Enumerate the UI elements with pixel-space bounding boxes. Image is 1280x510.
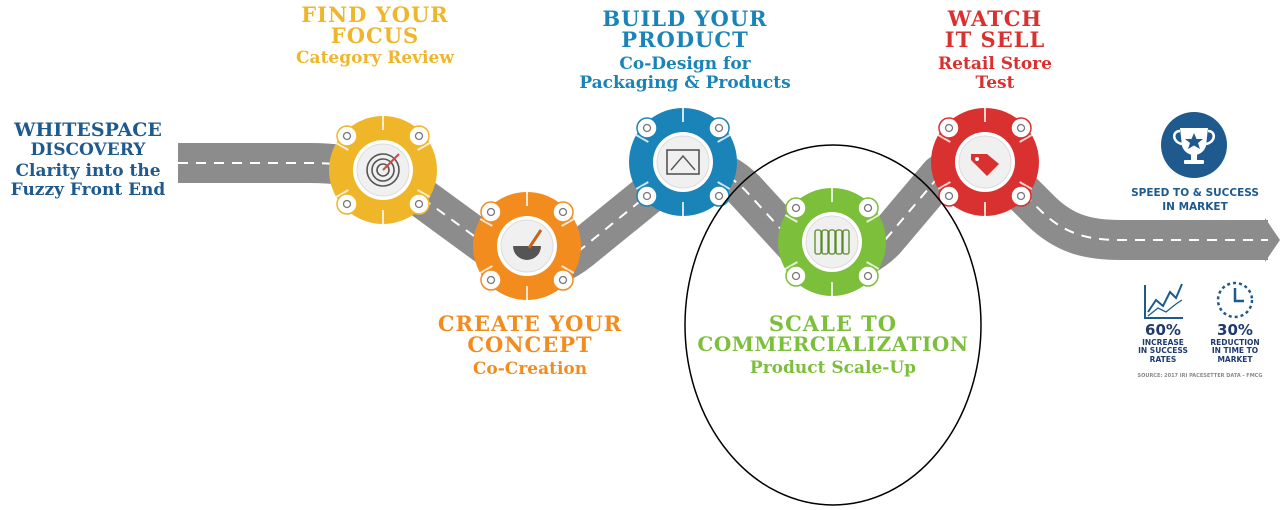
stat-time-line1: REDUCTION — [1210, 337, 1260, 347]
bottles-icon — [814, 229, 850, 255]
trophy-small-icon — [480, 201, 502, 223]
stat-success-line3: RATES — [1149, 354, 1177, 364]
trophy-small-icon — [785, 197, 807, 219]
stage-sell-label: WATCH IT SELL Retail Store Test — [895, 8, 1095, 92]
stage-build-subtitle-line2: Packaging & Products — [579, 73, 791, 93]
stage-scale-label: SCALE TO COMMERCIALIZATION Product Scale… — [685, 313, 981, 377]
stage-sell-title-line2: IT SELL — [944, 27, 1046, 52]
trophy-small-icon — [336, 125, 358, 147]
stage-create-title-line2: CONCEPT — [467, 332, 593, 357]
stage-badge-build — [629, 108, 737, 216]
stage-scale-subtitle: Product Scale-Up — [749, 358, 917, 378]
stage-create-subtitle: Co-Creation — [472, 359, 588, 379]
stage-badge-create — [473, 192, 581, 300]
highlight-ellipse — [684, 144, 982, 506]
stage-build-subtitle-line1: Co-Design for — [619, 54, 751, 74]
stage-sell-subtitle-line1: Retail Store — [938, 54, 1052, 74]
gauge-small-icon — [636, 185, 658, 207]
stat-time: 30% REDUCTION IN TIME TO MARKET — [1200, 322, 1270, 364]
whitespace-title: WHITESPACE DISCOVERY Clarity into the Fu… — [0, 121, 176, 199]
stage-scale-title-line1: SCALE TO — [768, 311, 898, 336]
gauge-small-icon — [785, 265, 807, 287]
stage-build-title-line1: BUILD YOUR — [602, 6, 768, 31]
trophy-small-icon — [938, 117, 960, 139]
market-title-line1: SPEED TO & SUCCESS — [1131, 187, 1259, 199]
target-icon — [366, 153, 400, 187]
stage-badge-sell — [931, 108, 1039, 216]
whitespace-title-line1: WHITESPACE — [14, 119, 162, 141]
gear-small-icon — [1010, 117, 1032, 139]
whitespace-title-line2: DISCOVERY — [30, 140, 146, 160]
stage-create-label: CREATE YOUR CONCEPT Co-Creation — [415, 313, 645, 378]
whitespace-subtitle-line1: Clarity into the — [15, 161, 161, 181]
clock-icon — [1216, 281, 1254, 319]
gauge-small-icon — [938, 185, 960, 207]
stage-badge-scale — [778, 188, 886, 296]
stage-badge-find — [329, 116, 437, 224]
stat-time-value: 30% — [1217, 321, 1253, 339]
stage-scale-title-line2: COMMERCIALIZATION — [697, 332, 969, 356]
sparkle-small-icon — [708, 185, 730, 207]
gear-small-icon — [857, 197, 879, 219]
mixing-bowl-icon — [513, 229, 543, 260]
sparkle-small-icon — [857, 265, 879, 287]
market-title-line2: IN MARKET — [1162, 200, 1228, 213]
stage-find-label: FIND YOUR FOCUS Category Review — [270, 4, 480, 67]
gauge-small-icon — [336, 193, 358, 215]
stage-build-label: BUILD YOUR PRODUCT Co-Design for Packagi… — [560, 8, 810, 92]
market-title: SPEED TO & SUCCESS IN MARKET — [1110, 187, 1280, 214]
gear-small-icon — [408, 125, 430, 147]
stage-find-subtitle: Category Review — [296, 48, 454, 68]
stage-build-title-line2: PRODUCT — [621, 27, 749, 52]
stage-create-title-line1: CREATE YOUR — [437, 311, 623, 336]
stat-success-line1: INCREASE — [1142, 337, 1184, 347]
sparkle-small-icon — [552, 269, 574, 291]
price-tag-icon — [971, 154, 999, 176]
trophy-small-icon — [636, 117, 658, 139]
stage-find-title-line2: FOCUS — [330, 23, 420, 48]
gauge-small-icon — [480, 269, 502, 291]
whitespace-subtitle-line2: Fuzzy Front End — [10, 180, 166, 200]
stat-success-value: 60% — [1145, 321, 1181, 339]
stage-sell-title-line1: WATCH — [947, 6, 1043, 31]
trophy-badge — [1161, 112, 1227, 178]
stat-success: 60% INCREASE IN SUCCESS RATES — [1128, 322, 1198, 364]
stat-time-line2: IN TIME TO — [1211, 346, 1259, 356]
source-note: SOURCE: 2017 IRI PACESETTER DATA - FMCG — [1137, 373, 1263, 379]
sparkle-small-icon — [408, 193, 430, 215]
growth-chart-icon — [1144, 283, 1183, 319]
stage-sell-subtitle-line2: Test — [975, 73, 1015, 93]
stage-find-title-line1: FIND YOUR — [301, 2, 449, 27]
sparkle-small-icon — [1010, 185, 1032, 207]
blueprint-icon — [666, 149, 700, 175]
stat-success-line2: IN SUCCESS — [1138, 346, 1188, 356]
gear-small-icon — [708, 117, 730, 139]
gear-small-icon — [552, 201, 574, 223]
stat-time-line3: MARKET — [1217, 354, 1253, 364]
